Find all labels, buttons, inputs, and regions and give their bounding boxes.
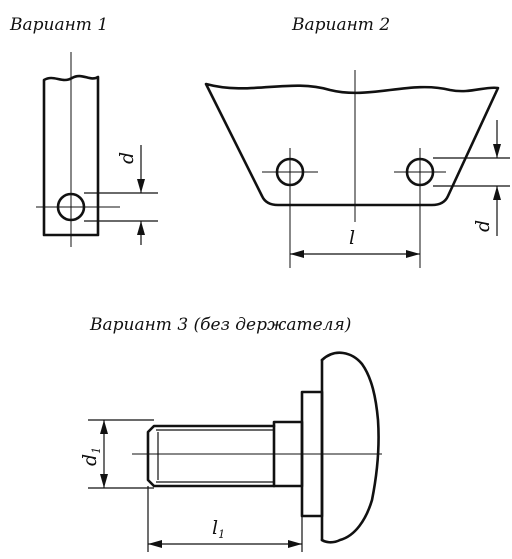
variant-1-arrow-down	[137, 179, 145, 193]
variant-2-plate	[204, 82, 500, 207]
variant-2-arrow-l-left	[290, 250, 304, 258]
variant-3-dim-label-l1-sub: 1	[218, 528, 225, 541]
variant-2-arrow-d-down	[493, 144, 501, 158]
variant-3-arrow-l1-left	[148, 540, 162, 548]
variant-1-arrow-up	[137, 221, 145, 235]
variant-2-dim-label-l: l	[349, 227, 355, 249]
variant-3-body	[320, 351, 380, 544]
variant-3-dim-label-d1: d1	[79, 447, 103, 466]
variant-3-title: Вариант 3 (без держателя)	[89, 315, 351, 335]
variant-2-arrow-l-right	[406, 250, 420, 258]
variant-3-dim-label-l1-main: l	[212, 517, 218, 539]
variant-3-dim-label-d1-sub: 1	[90, 447, 103, 454]
variant-1-dim-label: d	[116, 152, 138, 164]
variant-3: Вариант 3 (без держателя) d1 l1	[79, 315, 382, 552]
variant-3-dim-label-l1: l1	[212, 517, 225, 541]
variant-1-title: Вариант 1	[9, 15, 108, 35]
variant-3-arrow-d1-bottom	[100, 474, 108, 488]
variant-3-shank	[146, 424, 276, 488]
variant-2-title: Вариант 2	[291, 15, 390, 35]
variant-3-dim-label-d1-main: d	[79, 454, 101, 466]
variant-2-arrow-d-up	[493, 186, 501, 200]
variant-1-bar	[42, 74, 100, 237]
variant-3-arrow-d1-top	[100, 420, 108, 434]
variant-2: Вариант 2 l d	[204, 15, 510, 268]
variant-3-arrow-l1-right	[288, 540, 302, 548]
variant-2-dim-label-d: d	[472, 220, 494, 232]
variant-1: Вариант 1 d	[9, 15, 158, 247]
